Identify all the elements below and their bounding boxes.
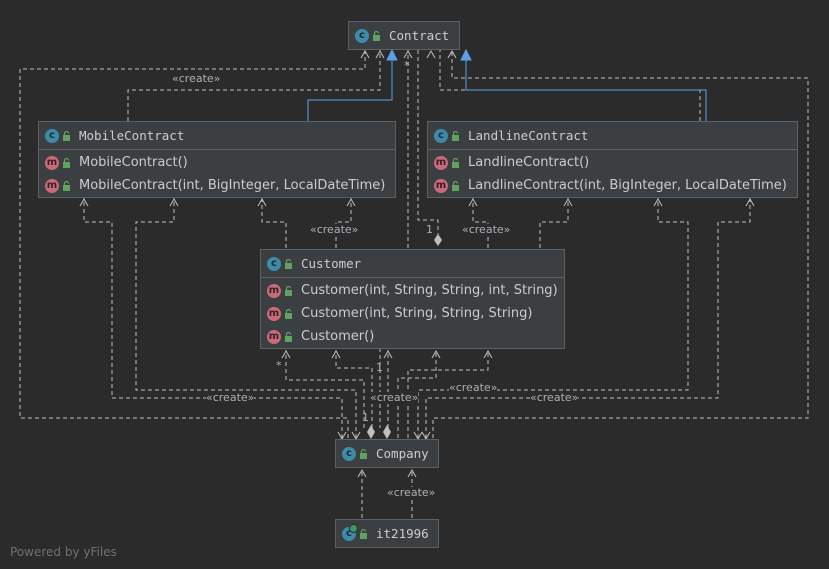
class-name: MobileContract (79, 128, 185, 143)
member-signature: Customer() (301, 329, 375, 344)
member-signature: LandlineContract() (468, 155, 590, 170)
class-node-contract[interactable]: c Contract (348, 21, 460, 50)
multiplicity-many: * (404, 59, 410, 72)
method-icon: m (434, 155, 448, 170)
member-row[interactable]: m LandlineContract(int, BigInteger, Loca… (428, 174, 797, 197)
edge-company-landline-a (425, 198, 751, 438)
edge-contract-customer-aggregation (417, 50, 439, 236)
powered-by-footer: Powered by yFiles (10, 545, 117, 559)
edge-mobile-inherits-contract (307, 60, 393, 121)
multiplicity-one: 1 (376, 361, 383, 374)
edge-label-create: «create» (387, 486, 436, 499)
class-node-landline-contract[interactable]: c LandlineContract m LandlineContract() … (427, 121, 798, 198)
member-row[interactable]: m Customer() (261, 325, 564, 348)
class-name: Contract (389, 28, 450, 43)
inheritance-arrowhead-mobile (386, 48, 398, 61)
aggregation-diamond-company-a (367, 425, 375, 439)
edge-customer-mobile-create-a (261, 198, 287, 248)
edge-customer-landline-create-a (539, 198, 569, 248)
class-icon: c (342, 446, 356, 461)
edge-company-contract-create-left (19, 50, 366, 438)
method-icon: m (267, 283, 281, 298)
edge-customer-landline-create-b (472, 198, 489, 248)
class-node-mobile-contract[interactable]: c MobileContract m MobileContract() m Mo… (38, 121, 396, 198)
multiplicity-one: 1 (362, 411, 369, 424)
public-lock-icon (360, 448, 367, 459)
member-row[interactable]: m MobileContract(int, BigInteger, LocalD… (39, 174, 395, 197)
public-lock-icon (63, 180, 70, 191)
public-lock-icon (452, 157, 459, 168)
edge-company-customer-many (285, 350, 365, 428)
edge-customer-mobile-create-b (335, 198, 352, 248)
edge-label-create: «create» (370, 391, 419, 404)
class-name: it21996 (376, 526, 429, 541)
multiplicity-many: * (276, 359, 282, 372)
edge-company-contract-create-right (432, 50, 809, 438)
member-signature: LandlineContract(int, BigInteger, LocalD… (468, 178, 787, 193)
public-lock-icon (360, 528, 367, 539)
class-node-customer[interactable]: c Customer m Customer(int, String, Strin… (260, 249, 565, 349)
edge-company-landline-b (417, 198, 689, 438)
member-signature: Customer(int, String, String, String) (301, 306, 533, 321)
member-signature: Customer(int, String, String, int, Strin… (301, 283, 558, 298)
inheritance-arrowhead-landline (460, 48, 472, 61)
aggregation-diamond-company-b (383, 425, 391, 439)
class-icon: c (434, 128, 448, 143)
class-icon: c (45, 128, 59, 143)
member-signature: MobileContract(int, BigInteger, LocalDat… (79, 178, 386, 193)
edge-company-customer-d (407, 350, 489, 438)
member-row[interactable]: m LandlineContract() (428, 151, 797, 174)
member-row[interactable]: m MobileContract() (39, 151, 395, 174)
public-lock-icon (452, 180, 459, 191)
member-signature: MobileContract() (79, 155, 188, 170)
method-icon: m (45, 155, 59, 170)
edge-landline-inherits-contract (465, 60, 707, 121)
class-node-company[interactable]: c Company (335, 439, 439, 468)
class-name: LandlineContract (468, 128, 589, 143)
runnable-class-icon: c (342, 523, 358, 541)
class-icon: c (355, 28, 369, 43)
member-row[interactable]: m Customer(int, String, String, String) (261, 302, 564, 325)
public-lock-icon (63, 130, 70, 141)
edge-mobile-contract-create (127, 50, 381, 121)
class-icon: c (267, 256, 281, 271)
public-lock-icon (373, 30, 380, 41)
run-badge-icon (349, 523, 358, 533)
public-lock-icon (452, 130, 459, 141)
class-name: Customer (301, 256, 362, 271)
method-icon: m (267, 329, 281, 344)
edge-label-create: «create» (310, 223, 359, 236)
edge-label-create: «create» (172, 72, 221, 85)
class-node-it21996[interactable]: c it21996 (335, 519, 439, 548)
public-lock-icon (285, 285, 292, 296)
public-lock-icon (285, 308, 292, 319)
method-icon: m (267, 306, 281, 321)
class-name: Company (376, 446, 429, 461)
multiplicity-one: 1 (426, 223, 433, 236)
public-lock-icon (285, 331, 292, 342)
edge-company-mobile-b (135, 198, 357, 438)
edge-company-customer-c (397, 350, 437, 438)
edge-label-create: «create» (462, 223, 511, 236)
aggregation-diamond-customer (434, 234, 442, 246)
edge-label-create: «create» (206, 391, 255, 404)
class-icon-letter: c (346, 528, 352, 539)
public-lock-icon (285, 258, 292, 269)
edge-label-create: «create» (449, 381, 498, 394)
public-lock-icon (63, 157, 70, 168)
edge-label-create: «create» (530, 391, 579, 404)
edge-landline-contract-create (439, 50, 701, 121)
member-row[interactable]: m Customer(int, String, String, int, Str… (261, 279, 564, 302)
method-icon: m (45, 178, 59, 193)
method-icon: m (434, 178, 448, 193)
edge-company-mobile-a (83, 198, 343, 438)
